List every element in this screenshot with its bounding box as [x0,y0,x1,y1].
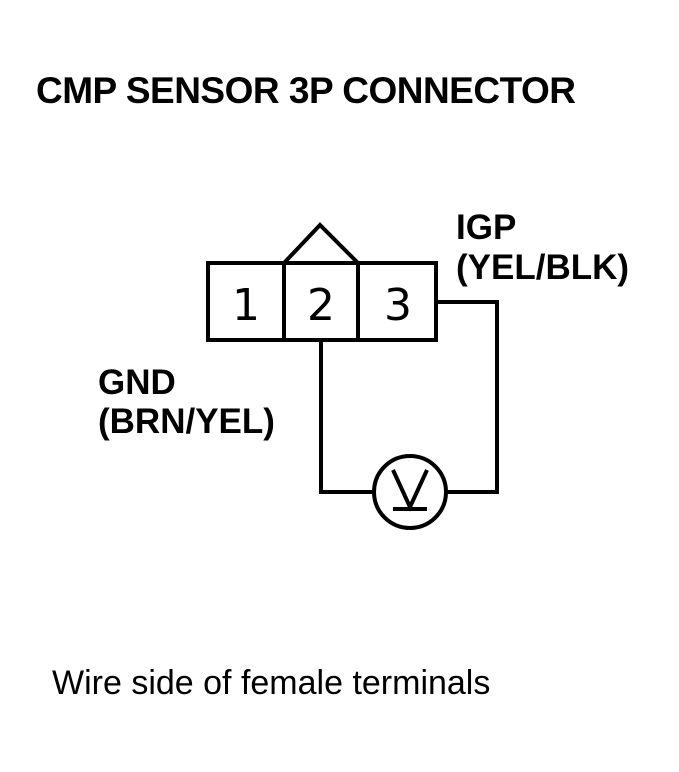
pin-3-label: 3 [384,280,412,331]
pin-1-label: 1 [232,280,260,331]
voltmeter-icon [372,454,448,530]
gnd-wire-color: (BRN/YEL) [98,402,275,441]
igp-probe-wire [436,300,499,494]
igp-label: IGP [456,208,516,247]
diagram-title: CMP SENSOR 3P CONNECTOR [36,70,576,111]
view-caption: Wire side of female terminals [52,664,491,702]
igp-wire-color: (YEL/BLK) [456,248,629,287]
pin-2-label: 2 [307,280,335,331]
voltmeter-circle [372,454,448,530]
gnd-probe-wire [319,340,374,494]
connector-lock-tab [282,222,360,265]
gnd-label: GND [98,363,176,402]
